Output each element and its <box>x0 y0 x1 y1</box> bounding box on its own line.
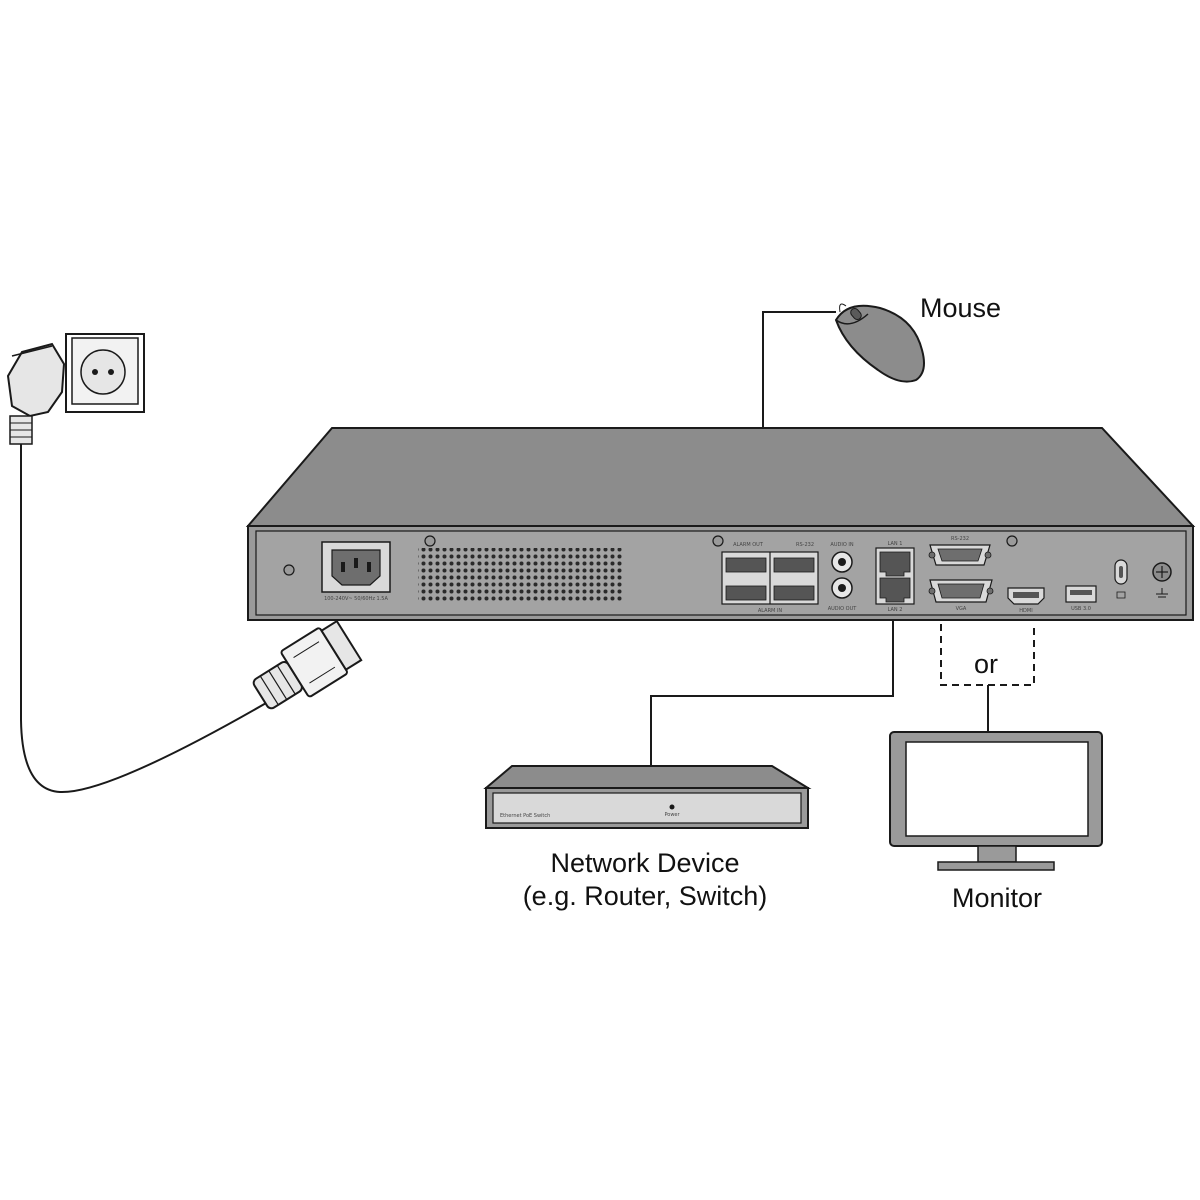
power-inlet-port: 100-240V~ 50/60Hz 1.5A <box>321 541 391 602</box>
vga-label: VGA <box>956 606 967 612</box>
network-device-example-label: (e.g. Router, Switch) <box>522 881 768 911</box>
mouse-label: Mouse <box>920 293 1002 323</box>
hdmi-port: HDMI <box>1007 587 1045 614</box>
lan-ports: LAN 1 LAN 2 <box>875 541 915 613</box>
alarm-out-label: ALARM OUT <box>733 542 764 548</box>
alarm-in-label: ALARM IN <box>758 608 783 614</box>
or-label: or <box>974 649 999 679</box>
usb-port: USB 3.0 <box>1065 585 1097 612</box>
monitor-cable-dashed <box>940 624 1035 686</box>
network-device-label: Network Device <box>550 848 740 878</box>
lan2-label: LAN 2 <box>888 607 903 613</box>
vent-grille <box>418 548 624 602</box>
switch-power-label: Power <box>664 812 680 818</box>
audio-out-label: AUDIO OUT <box>828 606 858 612</box>
audio-ports: AUDIO IN AUDIO OUT <box>828 542 858 612</box>
switch-name-label: Ethernet PoE Switch <box>500 813 550 819</box>
power-cable <box>20 444 281 794</box>
hdmi-label: HDMI <box>1019 608 1032 614</box>
mouse <box>834 303 925 383</box>
ground-screw <box>1152 562 1172 598</box>
wall-socket <box>65 333 145 413</box>
wall-plug <box>6 342 66 445</box>
vga-port: VGA <box>928 579 994 612</box>
alarm-terminal-block: ALARM OUT RS-232 ALARM IN <box>721 542 819 614</box>
rs232-label-top: RS-232 <box>796 542 814 548</box>
mouse-cable <box>762 311 836 430</box>
power-rating-label: 100-240V~ 50/60Hz 1.5A <box>324 596 388 602</box>
monitor <box>889 731 1103 871</box>
rs232-label: RS-232 <box>951 536 969 542</box>
network-cable <box>650 620 894 766</box>
kensington-lock-slot <box>1114 559 1128 599</box>
audio-in-label: AUDIO IN <box>830 542 853 548</box>
monitor-label: Monitor <box>951 883 1043 913</box>
network-switch: Ethernet PoE Switch Power <box>483 765 812 829</box>
lan1-label: LAN 1 <box>888 541 903 547</box>
iec-power-connector <box>252 619 363 710</box>
rs232-port: RS-232 <box>928 536 992 566</box>
usb-label: USB 3.0 <box>1071 606 1091 612</box>
